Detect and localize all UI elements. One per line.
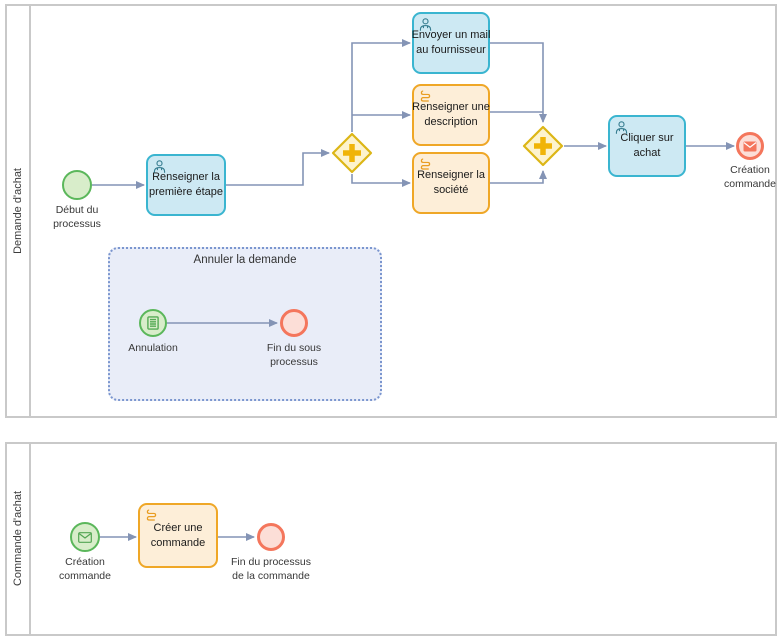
task-label: Créer une commande — [150, 521, 206, 549]
start-event-label: Début du processus — [53, 204, 101, 230]
end-event-fin-sous-processus[interactable] — [280, 309, 308, 337]
script-icon — [418, 89, 433, 109]
pool-commande-achat: Commande d'achat — [5, 442, 777, 636]
user-icon — [152, 159, 167, 179]
sub-start-label: Annulation — [128, 342, 178, 354]
message-end-event-creation-commande[interactable] — [736, 132, 764, 160]
script-task-create-order[interactable]: Créer une commande — [138, 503, 218, 568]
pool-label: Demande d'achat — [12, 168, 24, 254]
script-task-company[interactable]: Renseigner la société — [412, 152, 490, 214]
task-label: Renseigner la première étape — [149, 171, 223, 198]
plus-icon — [343, 144, 361, 162]
pool-label-lane[interactable]: Demande d'achat — [7, 6, 31, 416]
user-task-send-mail[interactable]: Envoyer un mail au fournisseur — [412, 12, 490, 74]
pool-label-lane[interactable]: Commande d'achat — [7, 444, 31, 634]
start-event-label: Création commande — [59, 556, 111, 582]
sub-end-label: Fin du sous processus — [266, 342, 322, 368]
subprocess-title: Annuler la demande — [193, 254, 297, 266]
start-event-debut-processus[interactable] — [62, 170, 92, 200]
user-task-first-step[interactable]: Renseigner la première étape — [146, 154, 226, 216]
parallel-gateway-join[interactable] — [522, 125, 564, 167]
user-icon — [614, 120, 629, 140]
end-event-label: Création commande — [724, 164, 776, 190]
conditional-start-event-annulation[interactable] — [139, 309, 167, 337]
task-label: Envoyer un mail au fournisseur — [411, 29, 491, 56]
end-event-fin-processus-commande[interactable] — [257, 523, 285, 551]
plus-icon — [534, 137, 552, 155]
script-icon — [418, 157, 433, 177]
parallel-gateway-split[interactable] — [331, 132, 373, 174]
pool-label: Commande d'achat — [12, 491, 24, 587]
task-label: Cliquer sur achat — [620, 132, 674, 159]
user-task-click-buy[interactable]: Cliquer sur achat — [608, 115, 686, 177]
message-start-event-creation-commande[interactable] — [70, 522, 100, 552]
envelope-icon — [743, 141, 757, 152]
end-event-label: Fin du processus de la commande — [231, 556, 311, 582]
user-icon — [418, 17, 433, 37]
script-icon — [144, 508, 159, 528]
document-icon — [147, 316, 159, 330]
task-label: Renseigner la société — [417, 169, 485, 196]
envelope-icon — [78, 531, 92, 543]
script-task-description[interactable]: Renseigner une description — [412, 84, 490, 146]
task-label: Renseigner une description — [412, 101, 490, 128]
